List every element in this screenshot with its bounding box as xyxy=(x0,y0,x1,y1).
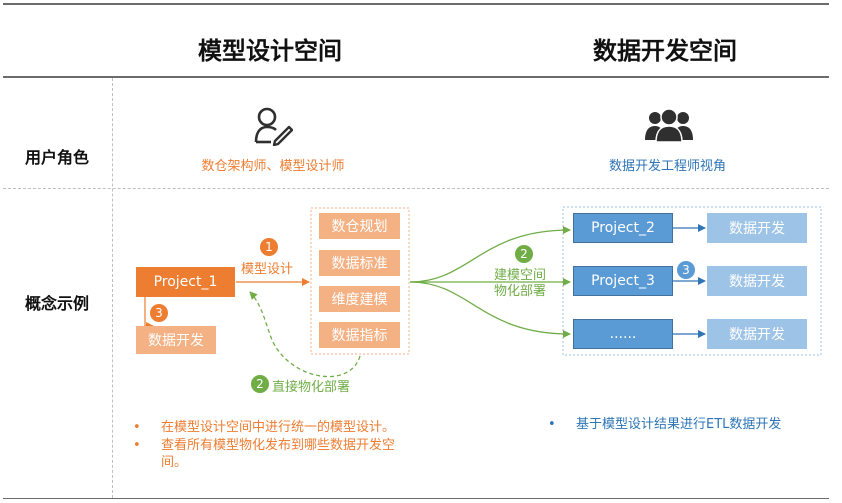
bullet-dot: • xyxy=(548,417,556,432)
deploy-label-line1: 建模空间 xyxy=(494,268,547,283)
deploy-arrow-project-more xyxy=(409,281,571,338)
column-divider xyxy=(112,78,113,498)
model-note-1: • 在模型设计空间中进行统一的模型设计。 xyxy=(133,419,408,436)
dev-note-1-text: 基于模型设计结果进行ETL数据开发 xyxy=(576,417,782,432)
step-1-badge: 1 xyxy=(260,238,278,256)
model-space-title: 模型设计空间 xyxy=(198,37,342,65)
top-rule xyxy=(3,3,829,5)
user-edit-icon xyxy=(254,107,293,146)
user-group-icon xyxy=(645,108,693,142)
model-item-4[interactable]: 数据指标 xyxy=(319,322,400,348)
step-3-badge-left: 3 xyxy=(150,304,168,322)
project2-dev-box[interactable]: 数据开发 xyxy=(707,213,807,243)
model-design-label: 模型设计 xyxy=(241,262,294,277)
deploy-label-line2: 物化部署 xyxy=(494,284,547,299)
bullet-dot: • xyxy=(133,420,141,435)
step-3-badge-right: 3 xyxy=(677,261,695,279)
concept-label: 概念示例 xyxy=(25,294,90,313)
model-note-2: • 查看所有模型物化发布到哪些数据开发空间。 xyxy=(133,437,408,471)
deploy-arrow-project2 xyxy=(409,226,571,283)
project-more-dev-box[interactable]: 数据开发 xyxy=(707,319,807,349)
dev-role-text: 数据开发工程师视角 xyxy=(608,159,726,174)
project-more-box[interactable]: ...... xyxy=(573,319,673,349)
model-note-1-text: 在模型设计空间中进行统一的模型设计。 xyxy=(161,420,396,435)
row-divider xyxy=(3,188,829,189)
step-2-badge-left: 2 xyxy=(251,375,269,393)
direct-deploy-arrow xyxy=(249,291,361,378)
dev-note-1: • 基于模型设计结果进行ETL数据开发 xyxy=(548,416,828,433)
project1-box[interactable]: Project_1 xyxy=(136,267,235,297)
dev-notes: • 基于模型设计结果进行ETL数据开发 xyxy=(548,416,828,434)
direct-deploy-label: 直接物化部署 xyxy=(272,380,351,395)
project3-dev-box[interactable]: 数据开发 xyxy=(707,266,807,296)
step-2-badge-middle: 2 xyxy=(515,245,533,263)
dev-space-title: 数据开发空间 xyxy=(593,37,737,65)
project3-box[interactable]: Project_3 xyxy=(573,266,673,296)
user-role-label: 用户角色 xyxy=(25,148,90,167)
model-item-2[interactable]: 数据标准 xyxy=(319,250,400,276)
bottom-rule xyxy=(3,498,829,499)
model-notes: • 在模型设计空间中进行统一的模型设计。 • 查看所有模型物化发布到哪些数据开发… xyxy=(133,419,408,472)
model-note-2-text: 查看所有模型物化发布到哪些数据开发空间。 xyxy=(161,438,396,470)
model-items-frame xyxy=(310,207,410,355)
project1-dev-box[interactable]: 数据开发 xyxy=(136,326,216,354)
model-item-3[interactable]: 维度建模 xyxy=(319,286,400,312)
model-item-1[interactable]: 数仓规划 xyxy=(319,213,400,239)
project2-box[interactable]: Project_2 xyxy=(573,213,673,243)
bullet-dot: • xyxy=(133,438,141,453)
model-role-text: 数仓架构师、模型设计师 xyxy=(201,159,345,174)
header-rule xyxy=(3,76,829,78)
